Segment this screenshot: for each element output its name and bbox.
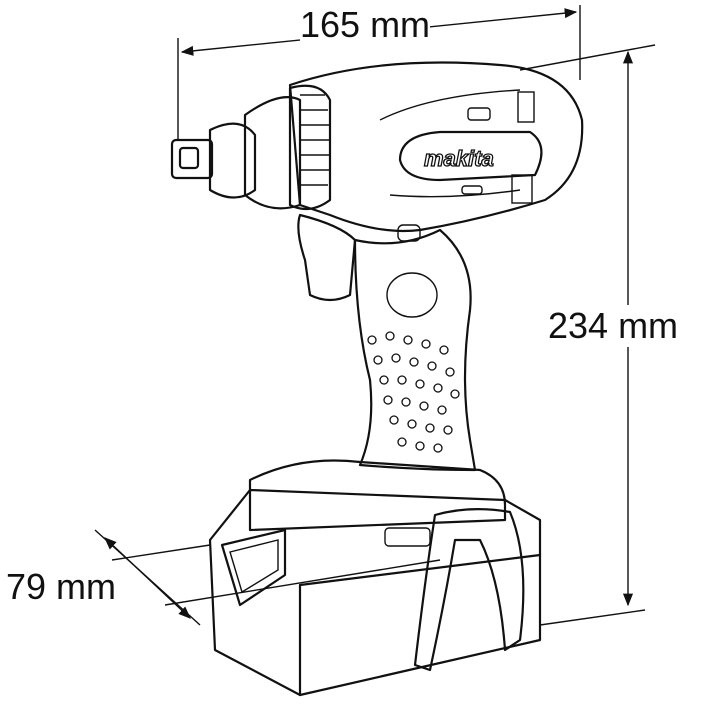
height-dimension-label: 234 mm xyxy=(548,305,679,347)
tool-body xyxy=(170,61,584,697)
grip-dots xyxy=(367,331,460,453)
length-dimension-label: 165 mm xyxy=(300,4,431,46)
width-dimension-label: 79 mm xyxy=(6,566,117,607)
makita-logo: makita xyxy=(424,146,494,171)
